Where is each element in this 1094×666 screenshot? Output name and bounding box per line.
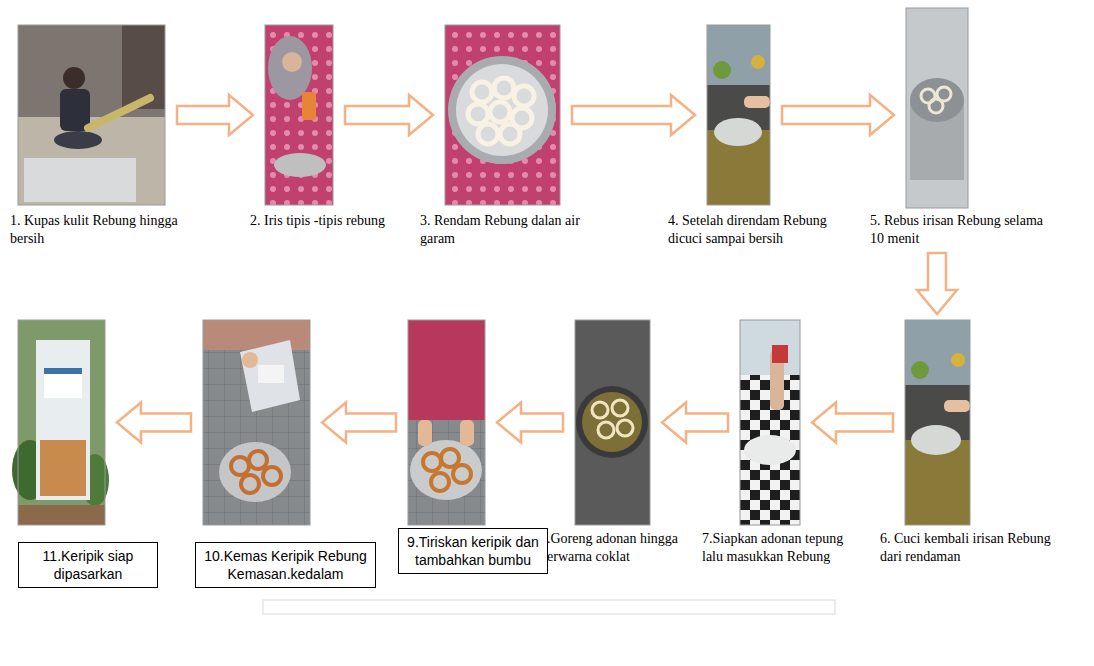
step-box: 10.Kemas Keripik Rebung Kemasan.kedalam xyxy=(203,320,310,525)
flow-arrow xyxy=(812,403,893,443)
flow-arrow xyxy=(662,403,728,443)
photo-packing xyxy=(203,320,310,525)
step-caption-box: 11.Keripik siap dipasarkan xyxy=(18,542,158,588)
photo-peeling xyxy=(18,25,165,205)
photo-soaking xyxy=(445,25,560,205)
step-box: 8.Goreng adonan hingga berwarna coklat xyxy=(575,320,650,525)
step-caption: 4. Setelah direndam Rebung dicuci sampai… xyxy=(668,212,836,247)
photo-frying xyxy=(575,320,650,525)
flow-arrow xyxy=(782,95,894,135)
step-caption: 2. Iris tipis -tipis rebung xyxy=(250,212,400,230)
step-caption-box: 9.Tiriskan keripik dan tambahkan bumbu xyxy=(398,528,548,574)
step-caption: 7.Siapkan adonan tepung lalu masukkan Re… xyxy=(702,530,862,565)
step-caption: 5. Rebus irisan Rebung selama 10 menit xyxy=(870,212,1048,247)
step-box: 7.Siapkan adonan tepung lalu masukkan Re… xyxy=(740,320,800,525)
step-box: 2. Iris tipis -tipis rebung xyxy=(265,25,333,205)
step-box: 5. Rebus irisan Rebung selama 10 menit xyxy=(906,8,968,208)
step-box: 4. Setelah direndam Rebung dicuci sampai… xyxy=(707,25,770,205)
step-caption: 1. Kupas kulit Rebung hingga bersih xyxy=(10,212,185,247)
step-box: 1. Kupas kulit Rebung hingga bersih xyxy=(18,25,165,205)
flow-arrow xyxy=(572,95,695,135)
flow-arrow xyxy=(497,403,563,443)
photo-slicing xyxy=(265,25,333,205)
photo-draining xyxy=(408,320,485,525)
flow-arrow xyxy=(345,95,433,135)
step-caption: 3. Rendam Rebung dalan air garam xyxy=(420,212,600,247)
photo-boiling xyxy=(906,8,968,208)
flow-arrow xyxy=(117,403,191,443)
flow-arrow xyxy=(917,253,957,314)
step-caption-box: 10.Kemas Keripik Rebung Kemasan.kedalam xyxy=(195,542,376,588)
step-caption: 6. Cuci kembali irisan Rebung dari renda… xyxy=(880,530,1070,565)
step-box: 9.Tiriskan keripik dan tambahkan bumbu xyxy=(408,320,485,525)
step-caption: 8.Goreng adonan hingga berwarna coklat xyxy=(540,530,698,565)
photo-rewashing xyxy=(905,320,970,525)
step-box: 3. Rendam Rebung dalan air garam xyxy=(445,25,560,205)
photo-product xyxy=(12,320,109,525)
flow-arrow xyxy=(177,95,253,135)
step-box: 6. Cuci kembali irisan Rebung dari renda… xyxy=(905,320,970,525)
faint-frame xyxy=(263,600,835,614)
flow-arrow xyxy=(322,403,396,443)
photo-batter xyxy=(740,320,800,525)
step-box: 11.Keripik siap dipasarkan xyxy=(18,320,105,525)
photo-washing xyxy=(707,25,770,205)
